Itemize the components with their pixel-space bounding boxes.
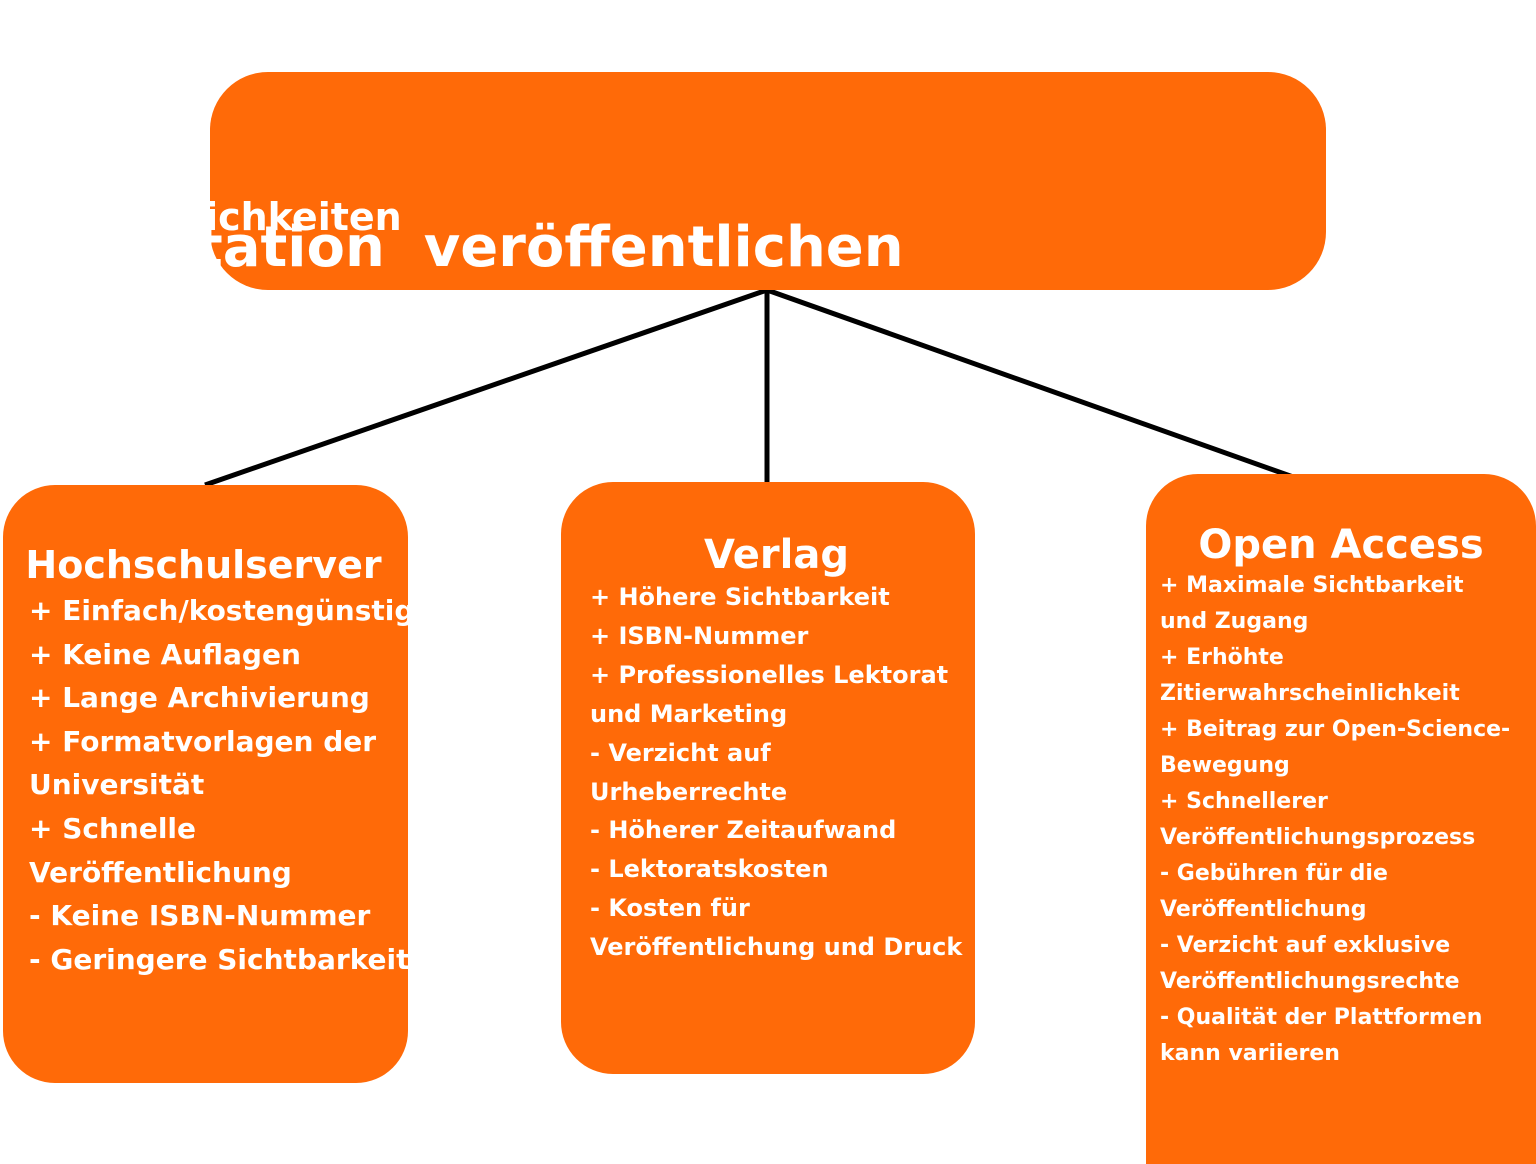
option-hochschulserver: Hochschulserver + Einfach/kostengünstig … [3, 485, 415, 1083]
option-title-hochschulserver: Hochschulserver [25, 543, 382, 587]
list-item: - Geringere Sichtbarkeit [29, 942, 410, 976]
option-verlag: Verlag + Höhere Sichtbarkeit + ISBN-Numm… [561, 482, 975, 1074]
list-item: Veröffentlichungsrechte [1160, 969, 1460, 994]
list-item: Universität [29, 768, 205, 802]
root-title: Dissertation veröffentlichen [0, 108, 1536, 332]
list-item: Veröffentlichungsprozess [1160, 825, 1476, 850]
list-item: - Lektoratskosten [590, 855, 829, 884]
list-item: - Qualität der Plattformen [1160, 1005, 1483, 1030]
list-item: Veröffentlichung [1160, 897, 1367, 922]
list-item: + Beitrag zur Open-Science- [1160, 717, 1511, 742]
list-item: + Schnellerer [1160, 789, 1328, 814]
list-item: und Zugang [1160, 609, 1309, 634]
list-item: Urheberrechte [590, 777, 788, 806]
list-item: - Verzicht auf [590, 738, 771, 767]
list-item: kann variieren [1160, 1041, 1340, 1066]
list-item: + Erhöhte [1160, 645, 1284, 670]
root-subtitle-text: Ihre Möglichkeiten [2, 195, 402, 239]
option-open-access: Open Access + Maximale Sichtbarkeit und … [1146, 474, 1536, 1164]
list-item: - Verzicht auf exklusive [1160, 933, 1451, 958]
option-title-open-access: Open Access [1198, 522, 1484, 568]
list-item: + Formatvorlagen der [29, 724, 377, 758]
option-items-open-access: + Maximale Sichtbarkeit und Zugang + Erh… [1160, 568, 1536, 1072]
list-item: + Maximale Sichtbarkeit [1160, 573, 1464, 598]
list-item: + Höhere Sichtbarkeit [590, 583, 890, 611]
list-item: + Lange Archivierung [29, 681, 370, 715]
list-item: + Einfach/kostengünstig [29, 594, 415, 627]
option-items-hochschulserver: + Einfach/kostengünstig + Keine Auflagen… [29, 589, 415, 981]
list-item: + ISBN-Nummer [590, 621, 809, 650]
list-item: + Professionelles Lektorat [590, 660, 949, 689]
list-item: Zitierwahrscheinlichkeit [1160, 681, 1460, 706]
list-item: Veröffentlichung [29, 855, 292, 889]
list-item: Veröffentlichung und Druck [590, 933, 963, 962]
connector-to-hochschulserver [204, 287, 768, 488]
option-title-verlag: Verlag [704, 532, 849, 578]
root-subtitle: Ihre Möglichkeiten [0, 198, 1536, 236]
option-items-verlag: + Höhere Sichtbarkeit + ISBN-Nummer + Pr… [590, 578, 967, 967]
list-item: - Höherer Zeitaufwand [590, 816, 897, 845]
list-item: Bewegung [1160, 753, 1290, 778]
list-item: + Keine Auflagen [29, 637, 301, 671]
list-item: und Marketing [590, 699, 788, 728]
list-item: - Keine ISBN-Nummer [29, 899, 371, 933]
root-title-text: Dissertation veröffentlichen [0, 215, 904, 280]
list-item: - Gebühren für die [1160, 861, 1388, 886]
connector-to-open-access [766, 287, 1297, 481]
list-item: + Schnelle [29, 811, 197, 845]
root-node [210, 72, 1326, 290]
list-item: - Kosten für [590, 894, 750, 923]
